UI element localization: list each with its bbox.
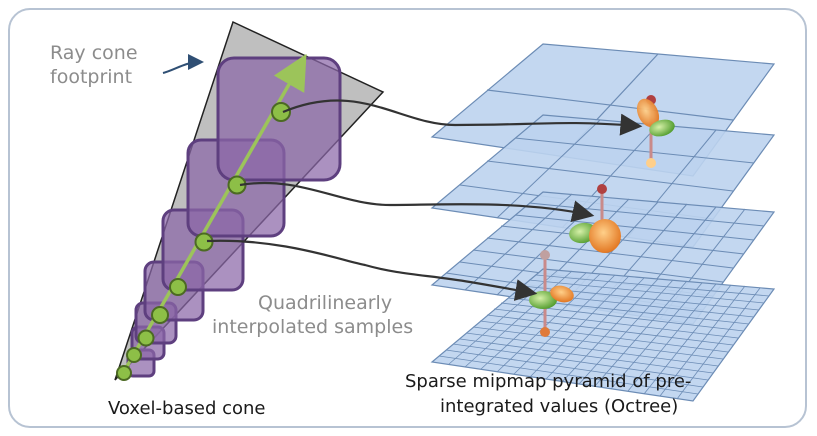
sample-point (126, 347, 142, 363)
sample-point (194, 232, 214, 252)
pyramid-caption-line2: integrated values (Octree) (440, 396, 679, 417)
footprint-label-line2: footprint (50, 66, 133, 88)
footprint-pointer-icon (162, 54, 204, 74)
cone-caption: Voxel-based cone (108, 398, 266, 419)
samples-label-line1: Quadrilinearly (258, 292, 393, 314)
sample-points (116, 102, 291, 381)
sample-point (271, 102, 291, 122)
sample-point (151, 306, 169, 324)
pyramid-caption-line1: Sparse mipmap pyramid of pre- (405, 371, 692, 392)
sample-point (137, 329, 155, 347)
footprint-label-line1: Ray cone (50, 42, 138, 64)
radiance-lobe-icon (529, 95, 675, 337)
sample-point (116, 365, 132, 381)
mapping-arrow-icon (206, 99, 643, 301)
samples-label-line2: interpolated samples (212, 316, 414, 338)
sample-point (169, 278, 187, 296)
